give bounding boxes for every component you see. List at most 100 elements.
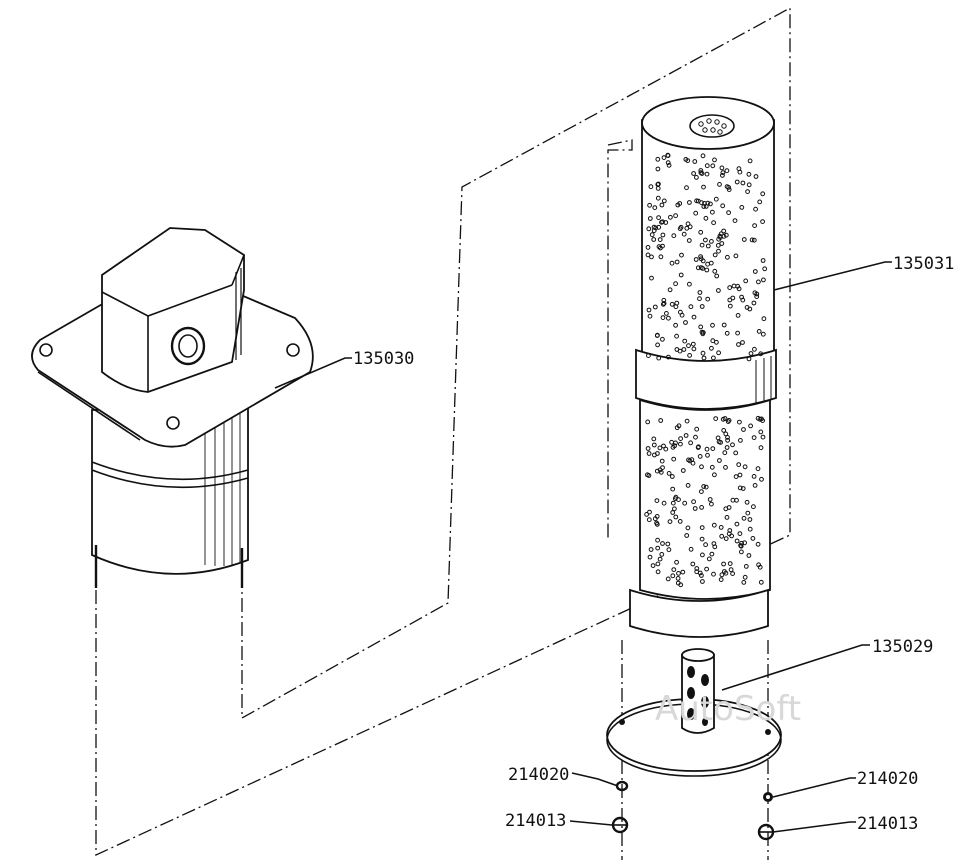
perforation-hole [673,440,678,446]
perforation-hole [688,546,694,552]
perforation-hole [732,218,738,224]
perforation-hole [670,510,676,515]
perforation-hole [671,233,677,239]
perforation-hole [741,237,747,242]
perforation-hole [736,462,742,468]
label-135029: 135029 [872,637,933,657]
perforation-hole [737,472,743,478]
perforation-hole [747,158,753,164]
perforation-holes [644,152,768,588]
perforation-hole [716,350,721,356]
perforation-hole [695,445,701,450]
perforation-hole [665,153,671,159]
perforation-hole [740,180,746,186]
perforation-hole [660,232,666,238]
washer-right [763,792,773,802]
perforation-hole [688,440,693,446]
perforation-hole [743,278,749,284]
perforation-hole [656,224,662,230]
perforation-hole [687,353,692,358]
perforation-hole [756,279,761,285]
perforation-hole [655,182,661,187]
perforation-hole [760,258,766,263]
perforation-hole [721,233,727,239]
perforation-hole [748,351,754,356]
perforation-hole [742,540,747,546]
perforation-hole [741,580,747,585]
perforation-hole [709,551,715,557]
perforation-hole [742,574,748,580]
perforation-hole [672,443,677,449]
perforation-hole [649,254,654,260]
perforation-hole [762,266,768,272]
perforation-hole [676,571,681,576]
perforation-hole [655,195,661,201]
perforation-hole [725,419,731,425]
perforation-hole [647,216,653,221]
perforation-hole [733,450,739,456]
perforation-hole [649,275,654,281]
perforation-hole [672,496,678,502]
perforation-hole [650,563,656,568]
perforation-hole [734,521,740,527]
perforation-hole [752,223,757,229]
perforation-hole [713,416,719,422]
label-214020-left: 214020 [508,765,569,785]
perforation-hole [699,525,705,530]
perforation-hole [704,267,710,273]
perforation-hole [647,554,653,560]
perforation-hole [712,252,718,258]
perforation-hole [660,315,666,321]
perforation-hole [698,229,704,235]
perforation-hole [661,500,667,506]
perforation-hole [746,182,752,188]
perforation-hole [747,517,753,522]
perforation-hole [758,579,764,585]
perforation-hole [711,522,717,528]
housing-135030 [31,227,314,588]
perforation-hole [684,418,690,424]
perforation-hole [726,210,731,216]
perforation-hole [705,296,711,302]
perforation-hole [759,476,764,482]
perforation-hole [744,499,750,505]
perforation-hole [661,301,667,306]
perforation-hole [691,346,697,352]
perforation-hole [675,576,681,581]
perforation-hole [756,329,762,334]
perforation-hole [754,294,760,300]
label-135030: 135030 [353,349,414,369]
perforation-hole [667,287,673,293]
perforation-hole [698,168,704,173]
perforation-hole [695,265,701,271]
perforation-hole [684,533,690,538]
perforation-hole [699,242,705,248]
perforation-hole [705,452,710,458]
perforation-hole [673,322,678,328]
perforation-hole [680,569,686,575]
perforation-hole [676,423,682,429]
perforation-hole [655,561,661,567]
perforation-hole [647,313,653,319]
perforation-hole [666,354,671,360]
perforation-hole [746,171,752,177]
perforation-hole [711,571,716,577]
perforation-hole [727,303,733,309]
perforation-hole [652,304,658,310]
perforation-hole [673,281,678,287]
perforation-hole [678,272,684,278]
perforation-hole [701,184,706,190]
perforation-hole [721,428,727,433]
watermark-text: AutoSoft [655,689,801,729]
perforation-hole [665,576,671,582]
perforation-hole [743,564,749,569]
perforation-hole [656,244,662,250]
perforation-hole [700,153,706,159]
perforation-hole [714,273,720,279]
perforation-hole [686,238,692,243]
perforation-hole [737,531,743,536]
perforation-hole [751,504,756,510]
perforation-hole [656,215,661,221]
perforation-hole [758,445,764,451]
perforation-hole [651,436,657,442]
